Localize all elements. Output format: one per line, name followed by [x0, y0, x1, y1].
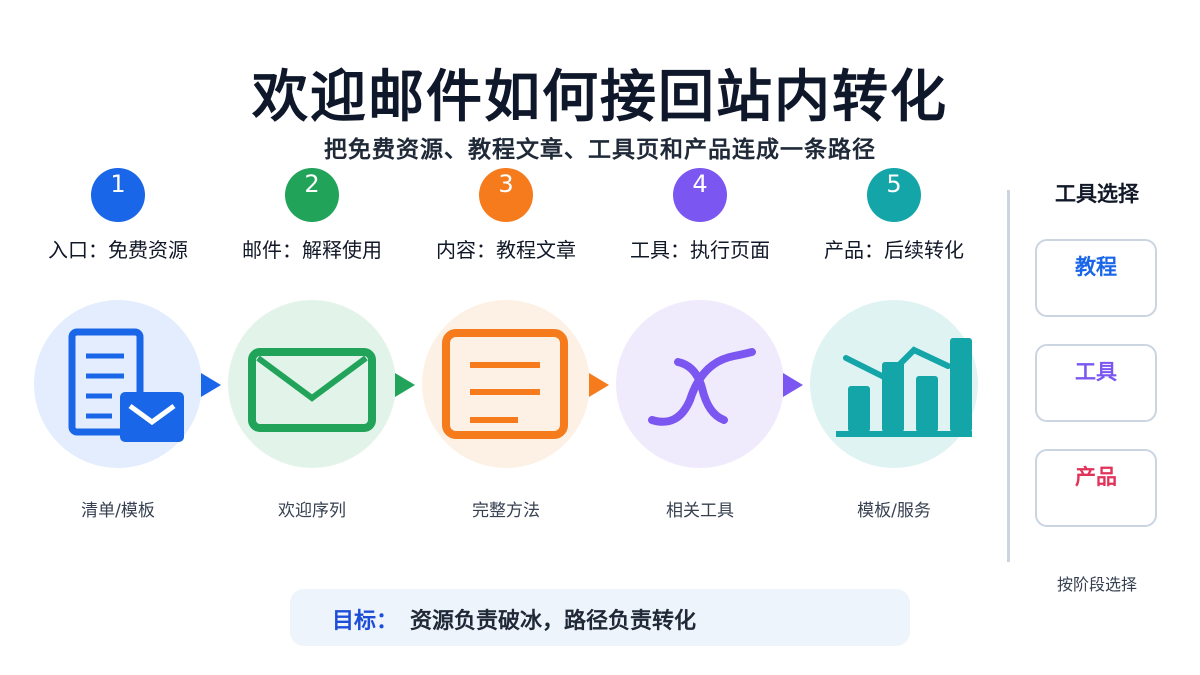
- step-2-circle: [228, 300, 396, 468]
- goal-banner: 目标： 资源负责破冰，路径负责转化: [290, 589, 910, 646]
- step-3-caption: 完整方法: [472, 501, 540, 521]
- envelope-icon: [248, 348, 376, 432]
- step-1-circle: [34, 300, 202, 468]
- step-5-caption: 模板/服务: [857, 501, 931, 521]
- step-1-caption: 清单/模板: [81, 501, 155, 521]
- flow-arrow-3: [589, 373, 609, 397]
- tool-button-label: 工具: [1075, 360, 1117, 384]
- product-button-label: 产品: [1075, 465, 1117, 489]
- step-3-label: 内容：教程文章: [436, 238, 576, 262]
- tool-curve-icon: [648, 348, 756, 426]
- checklist-email-icon: [68, 328, 184, 442]
- flow-arrow-2: [395, 373, 415, 397]
- step-2-label: 邮件：解释使用: [242, 238, 382, 262]
- step-4-label: 工具：执行页面: [630, 238, 770, 262]
- sidebar-note: 按阶段选择: [1056, 575, 1137, 594]
- step-3-number: 3: [479, 168, 533, 222]
- step-4-number: 4: [673, 168, 727, 222]
- step-2-caption: 欢迎序列: [278, 501, 346, 521]
- step-1-label: 入口：免费资源: [48, 238, 188, 262]
- step-4-circle: [616, 300, 784, 468]
- page-subtitle: 把免费资源、教程文章、工具页和产品连成一条路径: [324, 137, 876, 163]
- step-1-number: 1: [91, 168, 145, 222]
- step-3-circle: [422, 300, 590, 468]
- step-5-circle: [810, 300, 978, 468]
- bar-chart-icon: [836, 338, 972, 437]
- flow-arrow-4: [783, 373, 803, 397]
- step-5-label: 产品：后续转化: [824, 238, 964, 262]
- sidebar-divider: [1007, 190, 1010, 562]
- step-2-number: 2: [285, 168, 339, 222]
- page-title: 欢迎邮件如何接回站内转化: [252, 65, 948, 130]
- article-icon: [442, 329, 568, 439]
- tutorial-button[interactable]: 教程: [1035, 239, 1157, 317]
- tutorial-button-label: 教程: [1075, 255, 1117, 279]
- tool-button[interactable]: 工具: [1035, 344, 1157, 422]
- step-5-number: 5: [867, 168, 921, 222]
- step-4-caption: 相关工具: [666, 501, 734, 521]
- goal-label: 目标：: [332, 609, 399, 634]
- flow-arrow-1: [201, 373, 221, 397]
- goal-text: 资源负责破冰，路径负责转化: [410, 609, 697, 634]
- sidebar-title: 工具选择: [1055, 182, 1139, 206]
- product-button[interactable]: 产品: [1035, 449, 1157, 527]
